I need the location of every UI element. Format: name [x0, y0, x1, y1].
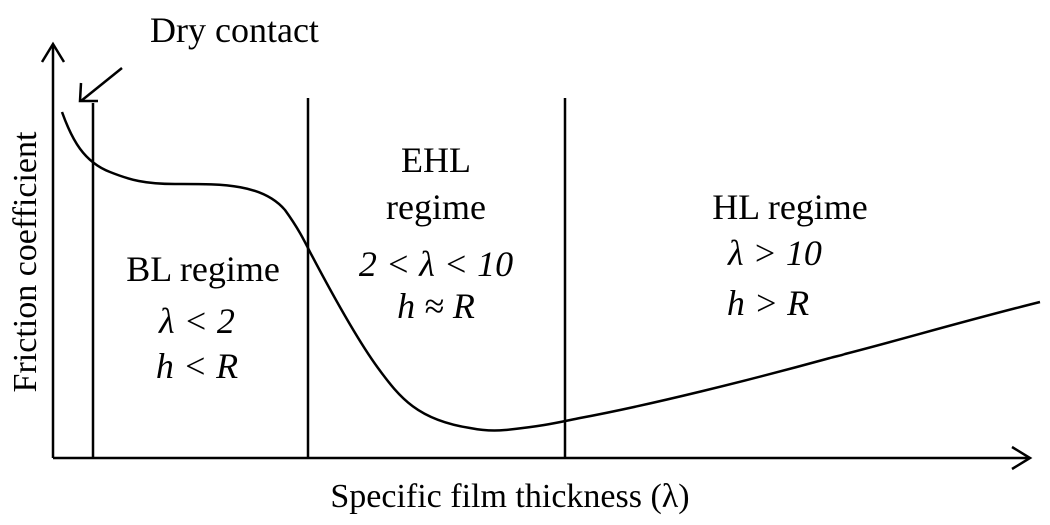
dry-contact-arrowhead [78, 82, 98, 103]
hl-regime-labels: HL regime λ > 10 h > R [712, 187, 868, 323]
bl-lambda-condition: λ < 2 [158, 301, 235, 341]
ehl-regime-name-line2: regime [386, 187, 486, 227]
dry-contact-arrow-shaft [80, 67, 123, 102]
x-axis-arrowhead [1011, 445, 1033, 471]
hl-lambda-condition: λ > 10 [727, 233, 822, 273]
hl-regime-name: HL regime [712, 187, 868, 227]
bl-regime-labels: BL regime λ < 2 h < R [126, 249, 280, 386]
dry-contact-annotation: Dry contact [78, 10, 319, 103]
friction-curve [60, 111, 1041, 432]
y-axis-title: Friction coefficient [7, 131, 44, 392]
bl-h-condition: h < R [156, 346, 238, 386]
dry-contact-label: Dry contact [150, 10, 319, 50]
hl-h-condition: h > R [727, 283, 809, 323]
y-axis-arrowhead [40, 41, 66, 63]
ehl-lambda-condition: 2 < λ < 10 [359, 244, 513, 284]
x-axis-title: Specific film thickness (λ) [330, 478, 689, 515]
bl-regime-name: BL regime [126, 249, 280, 289]
ehl-h-condition: h ≈ R [397, 286, 475, 326]
ehl-regime-labels: EHL regime 2 < λ < 10 h ≈ R [359, 140, 513, 326]
ehl-regime-name-line1: EHL [401, 140, 471, 180]
axes [40, 41, 1033, 471]
